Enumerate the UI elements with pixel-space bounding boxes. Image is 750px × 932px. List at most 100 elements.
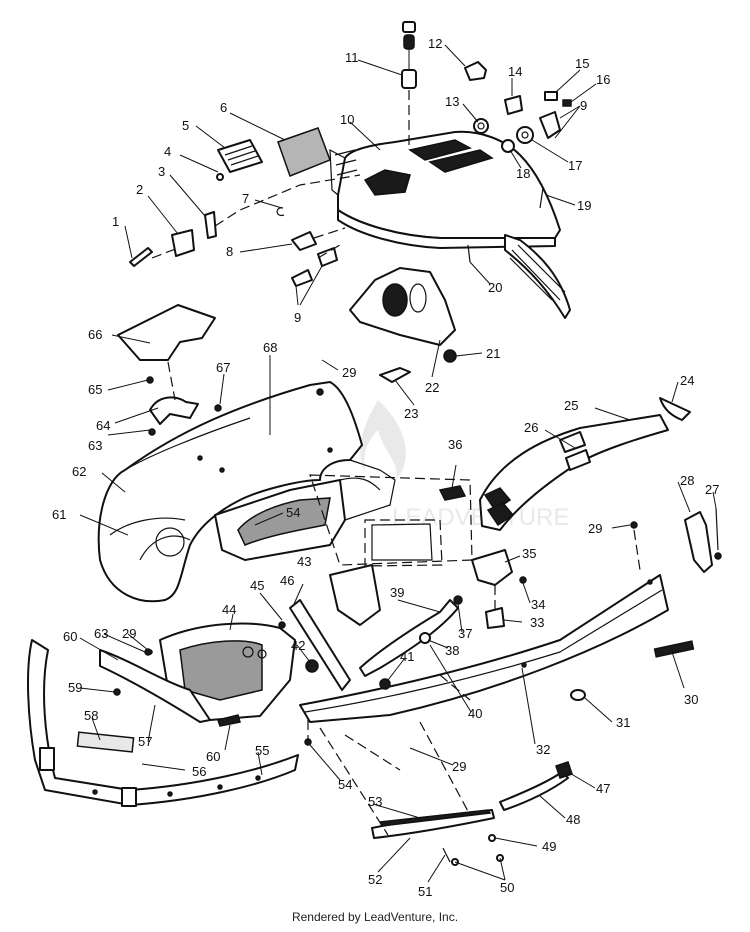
callout-40: 40 [468, 706, 482, 721]
callout-60-bottom: 60 [206, 749, 220, 764]
part-6-decal [277, 127, 331, 177]
part-23-clip [379, 367, 411, 383]
part-28-strut [684, 511, 713, 573]
part-63-screw-upper [148, 428, 156, 436]
part-5-vent-grille [217, 139, 263, 173]
callout-29-bottom: 29 [452, 759, 466, 774]
callout-54-upper: 54 [286, 505, 300, 520]
callout-10: 10 [340, 112, 354, 127]
part-29-screw-lower [147, 649, 153, 655]
callout-52: 52 [368, 872, 382, 887]
callout-17: 17 [568, 158, 582, 173]
part-8-switch [291, 231, 317, 251]
callout-27: 27 [705, 482, 719, 497]
part-64-bracket [149, 396, 199, 425]
part-66-pad [117, 304, 216, 361]
part-19-pin [539, 187, 544, 209]
part-22-air-duct [349, 267, 456, 346]
callout-68: 68 [263, 340, 277, 355]
dash-panel [329, 130, 571, 319]
part-2-bracket [171, 229, 195, 257]
callout-1: 1 [112, 214, 119, 229]
part-37-nut [453, 595, 463, 605]
callout-46: 46 [280, 573, 294, 588]
callout-60-left: 60 [63, 629, 77, 644]
callout-64: 64 [96, 418, 110, 433]
callout-48: 48 [566, 812, 580, 827]
part-18-washer [501, 139, 515, 153]
callout-18: 18 [516, 166, 530, 181]
part-21-nut [443, 349, 457, 363]
callout-20: 20 [488, 280, 502, 295]
callout-44: 44 [222, 602, 236, 617]
part-60-clip [217, 714, 241, 727]
callout-38: 38 [445, 643, 459, 658]
callout-51: 51 [418, 884, 432, 899]
part-3-plate [204, 211, 217, 239]
part-4-screw [216, 173, 224, 181]
part-17-bushing [516, 126, 534, 144]
callout-25: 25 [564, 398, 578, 413]
part-25-fender [479, 414, 669, 531]
callout-8: 8 [226, 244, 233, 259]
part-35-bracket [471, 549, 513, 586]
part-12-clip [464, 61, 487, 81]
callout-21: 21 [486, 346, 500, 361]
callout-29-top: 29 [342, 365, 356, 380]
part-38-nut [419, 632, 431, 644]
callout-37: 37 [458, 626, 472, 641]
part-1-bolt [129, 247, 153, 267]
callout-3: 3 [158, 164, 165, 179]
callout-2: 2 [136, 182, 143, 197]
callout-56: 56 [192, 764, 206, 779]
callout-12: 12 [428, 36, 442, 51]
callout-15: 15 [575, 56, 589, 71]
callout-9-lower: 9 [294, 310, 301, 325]
callout-47: 47 [596, 781, 610, 796]
callout-32: 32 [536, 742, 550, 757]
part-68-hood [97, 381, 363, 603]
callout-19: 19 [577, 198, 591, 213]
part-27-screw [715, 507, 719, 551]
part-15-spacer [544, 91, 558, 101]
callout-24: 24 [680, 373, 694, 388]
part-31-grommet [570, 689, 586, 701]
callout-45: 45 [250, 578, 264, 593]
part-43-mount-plate [329, 564, 381, 626]
part-9-connector [317, 247, 338, 267]
callout-7: 7 [242, 191, 249, 206]
callout-63-upper: 63 [88, 438, 102, 453]
callout-39: 39 [390, 585, 404, 600]
part-55-front-bumper [27, 639, 299, 807]
part-29-screw-right [630, 521, 638, 529]
callout-30: 30 [684, 692, 698, 707]
callout-58: 58 [84, 708, 98, 723]
part-14-bracket [504, 95, 523, 115]
callout-63-lower: 63 [94, 626, 108, 641]
part-27-screw-head [714, 552, 722, 560]
callout-62: 62 [72, 464, 86, 479]
part-24-clip [659, 397, 691, 421]
callout-49: 49 [542, 839, 556, 854]
part-33-plate [485, 607, 505, 629]
callout-41: 41 [400, 649, 414, 664]
part-48-strip [499, 771, 569, 811]
part-13-nut [473, 118, 489, 134]
callout-57: 57 [138, 734, 152, 749]
callout-54-lower: 54 [338, 777, 352, 792]
callout-22: 22 [425, 380, 439, 395]
part-9-spring [291, 269, 313, 287]
part-39-bracket [359, 599, 459, 677]
callout-29-right: 29 [588, 521, 602, 536]
callout-26: 26 [524, 420, 538, 435]
callout-42: 42 [291, 638, 305, 653]
part-16-washer [562, 99, 572, 107]
part-46-rail [289, 599, 351, 691]
part-30-decal [653, 640, 695, 658]
callout-55: 55 [255, 743, 269, 758]
dash-66-64 [167, 361, 176, 401]
part-11-key [401, 21, 417, 150]
callout-33: 33 [530, 615, 544, 630]
callout-66: 66 [88, 327, 102, 342]
